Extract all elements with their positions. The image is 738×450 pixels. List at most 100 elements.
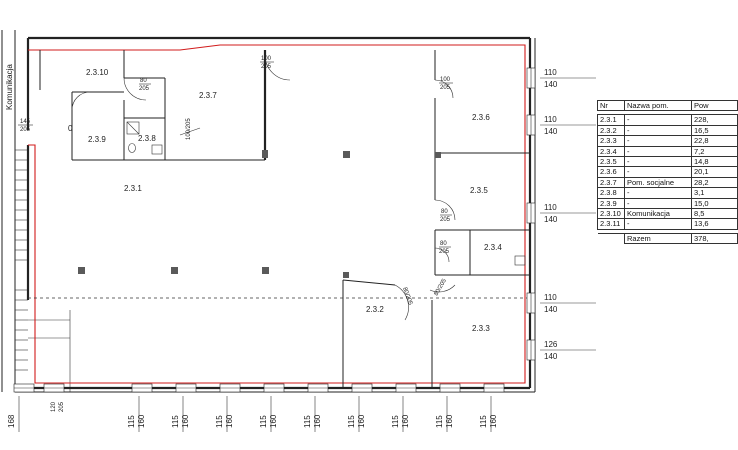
- outer-walls: [15, 36, 536, 393]
- legend-name: -: [624, 187, 692, 199]
- legend-area: 15,0: [691, 197, 738, 210]
- door-dim-rotated: 80/205: [401, 287, 413, 307]
- legend-name: -: [624, 218, 692, 230]
- bottom-dim-a: 115: [259, 415, 268, 428]
- legend-name: -: [624, 197, 692, 210]
- legend-total-row: Razem 378,: [598, 232, 738, 245]
- window-dim-bottom: 140: [544, 352, 558, 361]
- door-dim-top: 100: [261, 56, 272, 62]
- legend-header-name: Nazwa pom.: [624, 99, 692, 112]
- bottom-dim-b: 160: [313, 414, 322, 428]
- tenancy-boundary: [28, 44, 526, 384]
- window-dim-top: 110: [544, 203, 557, 212]
- legend-row: 2.3.11-13,6: [597, 218, 738, 230]
- room-label: 2.3.4: [484, 243, 502, 252]
- room-label: 2.3.6: [472, 113, 490, 122]
- bottom-dim-a: 115: [171, 415, 180, 428]
- legend-area: 14,8: [691, 156, 738, 168]
- bottom-dim-b: 160: [225, 414, 234, 428]
- bottom-dim-b: 160: [181, 414, 190, 428]
- window-dim-bottom: 140: [544, 127, 558, 136]
- legend-area: 16,5: [691, 124, 738, 137]
- legend-name: Komunikacja: [624, 208, 692, 220]
- legend-name: -: [624, 135, 692, 147]
- door-dim-top: 80: [440, 241, 447, 247]
- bottom-windows: [13, 383, 505, 393]
- legend-row: 2.3.3-22,8: [597, 135, 738, 147]
- window-dim-top: 110: [544, 68, 557, 77]
- door-dim-bottom: 205: [439, 249, 450, 255]
- legend-nr: 2.3.4: [597, 145, 625, 158]
- staircase-area: [1, 30, 71, 392]
- room-label: 2.3.10: [86, 68, 109, 77]
- door-dim-bottom: 205: [20, 127, 31, 133]
- door-dim-bottom: 205: [261, 64, 272, 70]
- legend-row: 2.3.8-3,1: [597, 187, 738, 199]
- door-dim-top: 80: [140, 78, 147, 84]
- door-dim-bottom: 205: [440, 217, 451, 223]
- room-label: 2.3.2: [366, 305, 384, 314]
- interior-walls: [39, 50, 530, 388]
- window-dim-bottom: 140: [544, 305, 558, 314]
- legend-nr: 2.3.8: [597, 187, 625, 199]
- legend-total-area: 378,: [691, 232, 738, 245]
- door-dim-top: 100: [440, 77, 451, 83]
- bottom-small-dim: 205: [59, 401, 65, 412]
- legend-area: 28,2: [691, 176, 738, 189]
- bottom-dim-a: 115: [435, 415, 444, 428]
- door-dim-bottom: 205: [440, 85, 451, 91]
- legend-nr: 2.3.9: [597, 197, 625, 210]
- legend-row: 2.3.2-16,5: [597, 124, 738, 137]
- room-label: 2.3.1: [124, 184, 142, 193]
- door-dim-top: 80: [441, 209, 448, 215]
- bottom-dim-b: 160: [445, 414, 454, 428]
- door-dim-rotated: 100/205: [186, 118, 192, 140]
- room-label: 2.3.3: [472, 324, 490, 333]
- bottom-dim-a: 115: [391, 415, 400, 428]
- columns: [78, 150, 441, 278]
- legend-nr: 2.3.11: [597, 218, 625, 230]
- bottom-dim-b: 160: [357, 414, 366, 428]
- door-swings: [71, 54, 456, 321]
- legend-row: 2.3.5-14,8: [597, 156, 738, 168]
- door-dim-rotated: 80/205: [434, 278, 449, 297]
- bottom-dim-a: 115: [479, 415, 488, 428]
- legend-nr: 2.3.10: [597, 208, 625, 220]
- room-label: 2.3.7: [199, 91, 217, 100]
- legend-area: 13,6: [691, 218, 738, 230]
- legend-row: 2.3.6-20,1: [597, 166, 738, 178]
- legend-nr: 2.3.7: [597, 176, 625, 189]
- corridor-label: Komunikacja: [5, 64, 14, 110]
- window-dim-top: 110: [544, 293, 557, 302]
- window-dim-top: 126: [544, 340, 558, 349]
- legend-name: -: [624, 166, 692, 178]
- legend-row: 2.3.9-15,0: [597, 197, 738, 210]
- legend-nr: 2.3.2: [597, 124, 625, 137]
- legend-header-row: Nr Nazwa pom. Pow: [597, 99, 738, 112]
- legend-nr: 2.3.5: [597, 156, 625, 168]
- legend-name: -: [624, 114, 692, 126]
- legend-name: Pom. socjalne: [624, 176, 692, 189]
- legend-name: -: [624, 124, 692, 137]
- legend-area: 228,: [691, 114, 738, 126]
- bottom-dim-a: 115: [127, 415, 136, 428]
- bottom-dim-a: 115: [303, 415, 312, 428]
- room-label: 2.3.5: [470, 186, 488, 195]
- legend-area: 8,5: [691, 208, 738, 220]
- bottom-dim-a: 115: [347, 415, 356, 428]
- legend-nr: 2.3.6: [597, 166, 625, 178]
- legend-area: 22,8: [691, 135, 738, 147]
- legend-name: -: [624, 156, 692, 168]
- door-dim-top: 145: [20, 119, 31, 125]
- legend-row: 2.3.4-7,2: [597, 145, 738, 158]
- legend-name: -: [624, 145, 692, 158]
- bottom-dim-b: 160: [269, 414, 278, 428]
- sanitary-fixtures: [126, 121, 526, 266]
- legend-area: 20,1: [691, 166, 738, 178]
